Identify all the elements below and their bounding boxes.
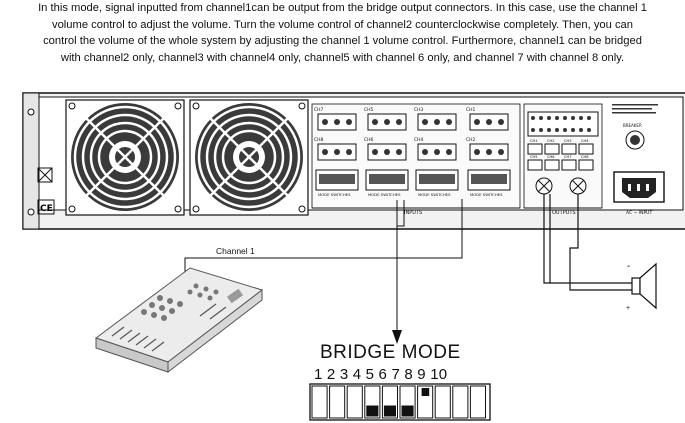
- speakon-tag: CH3: [564, 139, 572, 143]
- input-connector: [469, 143, 509, 161]
- channel-tag: CH5: [364, 107, 374, 113]
- input-connector: [469, 113, 509, 131]
- bridge-mode-title: BRIDGE MODE: [320, 342, 461, 363]
- weee-icon: [37, 167, 53, 183]
- description-line: volume control to adjust the volume. Tur…: [51, 18, 634, 31]
- speaker-plus-label: +: [626, 305, 630, 312]
- dip-switch-knob: [401, 405, 414, 417]
- channel-1-label: Channel 1: [216, 246, 255, 256]
- ce-mark-icon: CE: [37, 199, 55, 215]
- description-line: control the volume of the whole system b…: [43, 35, 642, 48]
- mixer-console-icon: [94, 267, 264, 374]
- channel-tag: CH3: [414, 107, 424, 113]
- dip-switch-knob: [421, 388, 430, 396]
- input-section: CH7 CH5 CH3 CH1 CH8 CH6 CH4 CH2 MODE SWI…: [311, 103, 521, 216]
- input-connector: [367, 143, 407, 161]
- speakon-tag: CH6: [547, 155, 555, 159]
- dip-switch-knob: [349, 388, 361, 398]
- input-connector: [317, 143, 357, 161]
- mode-switch-label: MODE SWITCHES: [318, 192, 351, 197]
- speakon-tag: CH1: [530, 139, 538, 143]
- mode-arrow: [396, 200, 405, 336]
- dip-switch-numbers: 1 2 3 4 5 6 7 8 9 10: [314, 366, 448, 383]
- breaker-label: BREAKER: [623, 123, 642, 128]
- speakon-tag: CH2: [547, 139, 555, 143]
- outputs-label: OUTPUTS: [552, 210, 576, 216]
- dip-switch-knob: [366, 405, 379, 417]
- channel-tag: CH2: [466, 137, 476, 143]
- channel-tag: CH4: [414, 137, 424, 143]
- dip-switch-knob: [331, 388, 343, 398]
- mode-switch-block[interactable]: [315, 169, 359, 191]
- description-line: with channel2 only, channel3 with channe…: [60, 51, 625, 64]
- speakon-tag: CH4: [581, 139, 589, 143]
- dip-switch-knob: [472, 388, 484, 398]
- ac-power-inlet[interactable]: AC ~ INPUT: [613, 171, 665, 216]
- dip-switch-knob: [454, 388, 466, 398]
- inputs-label: INPUTS: [404, 210, 422, 216]
- mode-switch-block[interactable]: [467, 169, 511, 191]
- input-connector: [317, 113, 357, 131]
- ac-input-label: AC ~ INPUT: [626, 210, 652, 216]
- bridge-output-connector[interactable]: [569, 177, 587, 195]
- speaker-cable: [543, 194, 632, 284]
- mode-switch-label: MODE SWITCHES: [470, 192, 503, 197]
- mode-switch-block[interactable]: [365, 169, 409, 191]
- channel-tag: CH7: [314, 107, 324, 113]
- svg-text:CE: CE: [40, 204, 53, 214]
- bridge-output-connector[interactable]: [535, 177, 553, 195]
- dip-switch-knob: [437, 388, 449, 398]
- dip-switch: [309, 383, 491, 421]
- cooling-fan-icon: [189, 99, 309, 216]
- input-connector: [417, 143, 457, 161]
- speakon-tag: CH7: [564, 155, 572, 159]
- mode-switch-label: MODE SWITCHES: [418, 192, 451, 197]
- description-line: In this mode, signal inputted from chann…: [38, 2, 647, 14]
- breaker[interactable]: BREAKER: [612, 104, 658, 150]
- speaker-icon: - +: [626, 261, 657, 312]
- speaker-cable: [569, 194, 632, 291]
- input-connector: [367, 113, 407, 131]
- output-section: CH1 CH2 CH3 CH4 CH5 CH6 CH7 CH8 OUTPUTS: [523, 103, 603, 216]
- mode-switch-block[interactable]: [415, 169, 459, 191]
- description-text: In this mode, signal inputted from chann…: [0, 0, 685, 66]
- arrow-head-icon: [392, 330, 402, 344]
- dip-switch-knob: [314, 388, 326, 398]
- channel1-cable: [184, 199, 463, 282]
- dip-switch-knob: [383, 405, 396, 417]
- speakon-tag: CH8: [581, 155, 589, 159]
- input-connector: [417, 113, 457, 131]
- speaker-minus-label: -: [627, 261, 630, 272]
- speakon-tag: CH5: [530, 155, 538, 159]
- mode-switch-label: MODE SWITCHES: [368, 192, 401, 197]
- channel-tag: CH1: [466, 107, 476, 113]
- channel-tag: CH8: [314, 137, 324, 143]
- channel-tag: CH6: [364, 137, 374, 143]
- cooling-fan-icon: [65, 99, 185, 216]
